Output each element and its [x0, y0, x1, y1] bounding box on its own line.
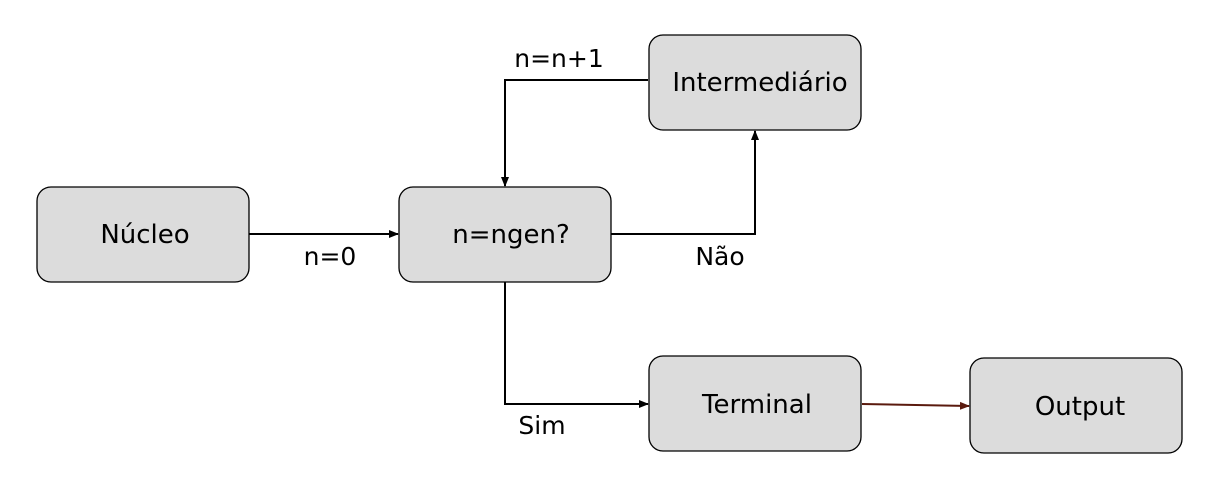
- node-terminal: Terminal: [648, 355, 862, 452]
- edge-terminal-to-output: [861, 401, 970, 410]
- edge-decision-to-intermediario: [611, 130, 759, 235]
- node-nucleo: Núcleo: [36, 186, 250, 283]
- edge-label-init: n=0: [304, 242, 357, 271]
- edge-label-increment: n=n+1: [514, 44, 604, 73]
- node-intermediario-label: Intermediário: [672, 68, 847, 98]
- edge-intermediario-to-decision: [501, 79, 648, 187]
- node-intermediario: Intermediário: [648, 34, 862, 131]
- node-decision: n=ngen?: [398, 186, 612, 283]
- node-nucleo-label: Núcleo: [100, 220, 189, 250]
- node-output-label: Output: [1035, 392, 1125, 422]
- edge-decision-to-terminal: [504, 282, 649, 408]
- edge-label-no: Não: [695, 242, 744, 271]
- node-decision-label: n=ngen?: [452, 220, 570, 250]
- node-terminal-label: Terminal: [701, 390, 812, 420]
- node-output: Output: [969, 357, 1183, 454]
- edge-label-yes: Sim: [518, 411, 565, 440]
